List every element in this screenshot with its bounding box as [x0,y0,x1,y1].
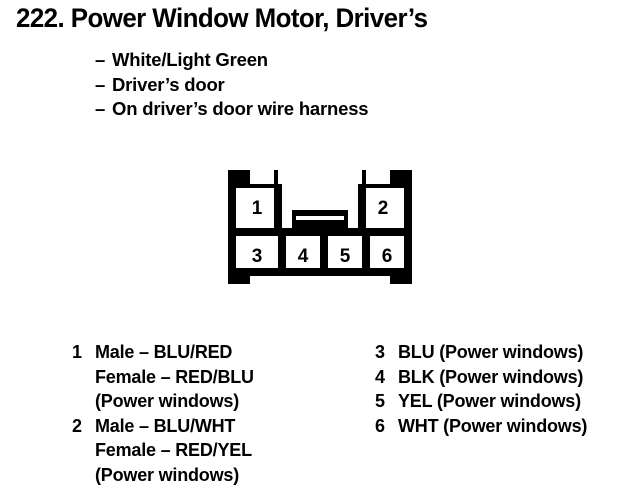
legend-pin-number: 1 [72,342,82,362]
wall-4-5 [320,232,328,276]
cavity-number-2: 2 [378,198,389,219]
list-item-label: White/Light Green [112,49,268,70]
legend-left-column: 1 Male – BLU/RED Female – RED/BLU (Power… [72,340,254,487]
legend-line: BLK (Power windows) [398,366,584,387]
list-item: –White/Light Green [95,48,368,73]
legend-line: (Power windows) [95,464,240,485]
legend-pin-number: 5 [375,391,385,411]
dash-icon: – [95,73,106,95]
cavity-number-6: 6 [382,246,393,267]
center-latch-slot [296,216,344,220]
wall-cavity-2-left [358,184,366,232]
legend-pin-number: 3 [375,342,385,362]
legend-pin-number: 4 [375,366,385,387]
legend-line: WHT (Power windows) [398,415,588,436]
cavity-2-interior [362,188,404,228]
description-list: –White/Light Green –Driver’s door –On dr… [95,48,369,122]
cavity-number-3: 3 [252,246,263,267]
legend-line: Male – BLU/RED [95,342,233,362]
legend-pin-number: 2 [72,415,82,436]
connector-svg: 1 2 3 4 5 6 [228,170,412,284]
cavity-number-5: 5 [340,246,351,267]
legend-entry-pin-4: 4 BLK (Power windows) [375,365,587,390]
wall-3-4 [278,232,286,276]
dash-icon: – [95,49,106,70]
dash-icon: – [95,98,106,119]
legend-line: Female – RED/BLU [95,366,254,387]
cavity-number-4: 4 [298,246,309,267]
legend-line: Female – RED/YEL [95,440,252,460]
legend-line: (Power windows) [95,391,240,411]
wall-cavity-1-right [274,184,282,232]
legend-entry-pin-3: 3 BLU (Power windows) [375,340,587,365]
legend-line: BLU (Power windows) [398,342,584,362]
legend-entry-pin-6: 6 WHT (Power windows) [375,414,587,439]
connector-diagram: 1 2 3 4 5 6 [210,160,430,305]
list-item: –Driver’s door [95,73,368,98]
list-item-label: On driver’s door wire harness [112,98,369,119]
list-item-label: Driver’s door [112,73,225,95]
legend-line: Male – BLU/WHT [95,415,236,436]
legend-right-column: 3 BLU (Power windows) 4 BLK (Power windo… [375,340,587,438]
legend-entry-pin-1: 1 Male – BLU/RED Female – RED/BLU (Power… [72,340,254,414]
list-item: –On driver’s door wire harness [95,97,369,122]
wall-5-6 [362,232,370,276]
legend-entry-pin-5: 5 YEL (Power windows) [375,389,587,414]
legend-line: YEL (Power windows) [398,391,581,411]
cavity-number-1: 1 [252,198,263,219]
cavity-1-interior [236,188,278,228]
bottom-rail [228,268,412,276]
legend-entry-pin-2: 2 Male – BLU/WHT Female – RED/YEL (Power… [72,414,254,488]
legend-pin-number: 6 [375,415,385,436]
page-title: 222. Power Window Motor, Driver’s [16,3,428,33]
